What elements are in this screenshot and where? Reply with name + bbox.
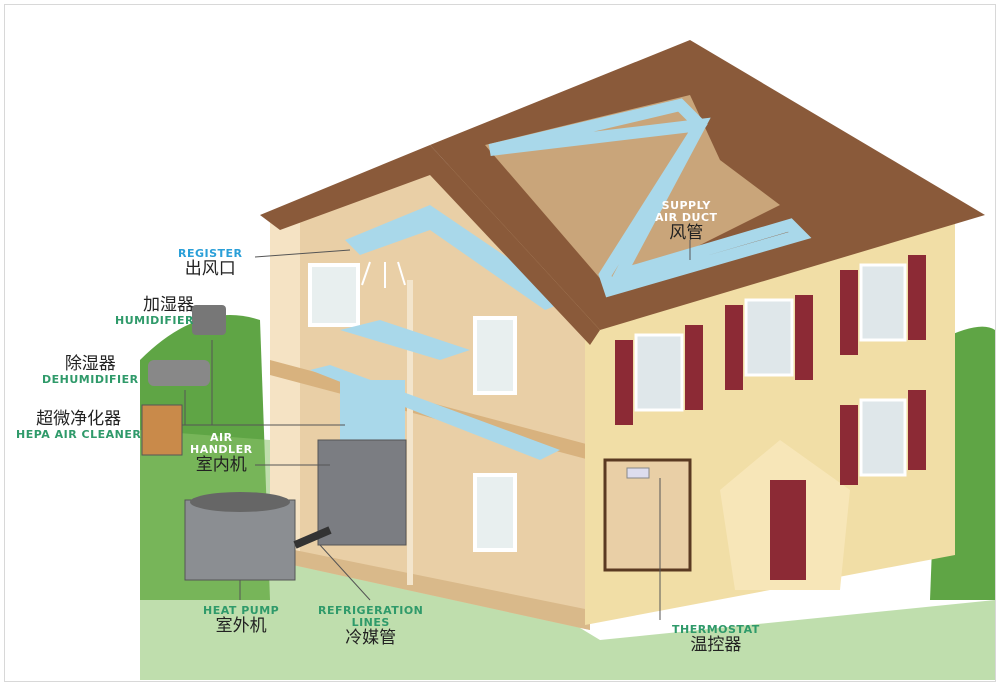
window: [473, 316, 517, 395]
heat-pump-unit: [184, 499, 296, 581]
supply-duct-en2: AIR DUCT: [655, 211, 718, 225]
hepa-zh: 超微净化器: [36, 409, 122, 429]
supply-duct: [488, 98, 812, 298]
air-handler-en1: AIR: [209, 431, 233, 444]
air-handler-en2: HANDLER: [190, 443, 253, 457]
humidifier-zh: 加湿器: [143, 295, 194, 315]
heat-pump-en: HEAT PUMP: [203, 604, 280, 617]
thermostat-zh: 温控器: [690, 635, 742, 656]
humidifier-unit: [192, 305, 226, 335]
heat-pump-zh: 室外机: [215, 616, 267, 637]
window: [308, 263, 360, 327]
thermostat: [626, 467, 650, 479]
window: [473, 473, 517, 552]
supply-duct-zh: 风管: [669, 223, 704, 244]
duct: [345, 205, 570, 310]
airflow-arrows-icon: [361, 261, 406, 288]
floor-1: [270, 545, 590, 630]
air-handler: [317, 439, 407, 546]
hepa-en: HEPA AIR CLEANER: [16, 427, 142, 441]
hepa-unit: [141, 404, 183, 456]
roof: [260, 145, 600, 345]
dehumidifier-en: DEHUMIDIFIER: [42, 372, 139, 386]
dehumidifier-unit: [148, 360, 210, 386]
frame-border: [4, 4, 996, 682]
register-zh: 出风口: [184, 259, 236, 280]
refrigeration-en2: LINES: [351, 616, 390, 630]
duct-riser: [340, 380, 405, 445]
thermostat-en: THERMOSTAT: [672, 623, 760, 636]
facade-windows: [615, 255, 926, 485]
duct: [340, 320, 470, 360]
refrigeration-en1: REFRIGERATION: [318, 604, 424, 617]
humidifier-en: HUMIDIFIER: [115, 313, 194, 327]
dehumidifier-zh: 除湿器: [64, 354, 116, 374]
refrigeration-zh: 冷媒管: [345, 628, 397, 649]
air-handler-zh: 室内机: [195, 455, 247, 476]
interior-side: [270, 205, 300, 560]
front-door: [770, 480, 806, 580]
register-en: REGISTER: [178, 247, 243, 260]
supply-duct-en1: SUPPLY: [661, 199, 711, 212]
